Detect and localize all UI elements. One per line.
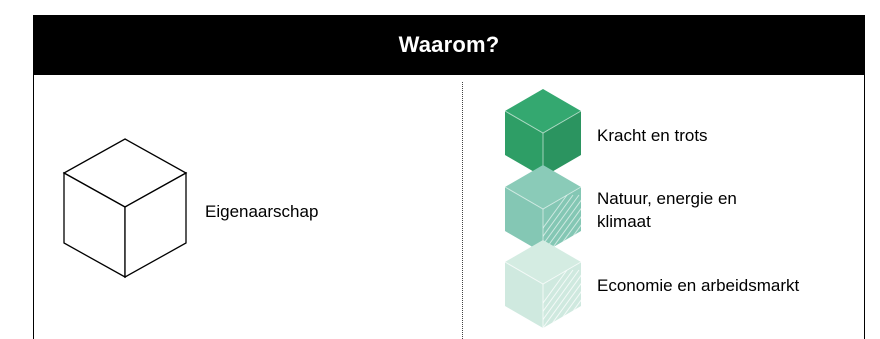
left-border: [33, 75, 34, 339]
header-title: Waarom?: [398, 32, 500, 57]
label-natuur-energie-klimaat: Natuur, energie en klimaat: [597, 189, 737, 231]
dotted-divider: [462, 82, 463, 339]
cube-medium-green-hatched-icon: [504, 165, 582, 253]
right-border: [864, 75, 865, 339]
cube-dark-green-icon: [504, 89, 582, 177]
cube-outline-icon: [62, 138, 188, 279]
header-bar: Waarom?: [33, 15, 865, 75]
label-kracht-en-trots: Kracht en trots: [597, 126, 708, 145]
label-economie-en-arbeidsmarkt: Economie en arbeidsmarkt: [597, 276, 800, 295]
label-eigenaarschap: Eigenaarschap: [205, 202, 319, 221]
cube-light-green-hatched-icon: [504, 240, 582, 328]
